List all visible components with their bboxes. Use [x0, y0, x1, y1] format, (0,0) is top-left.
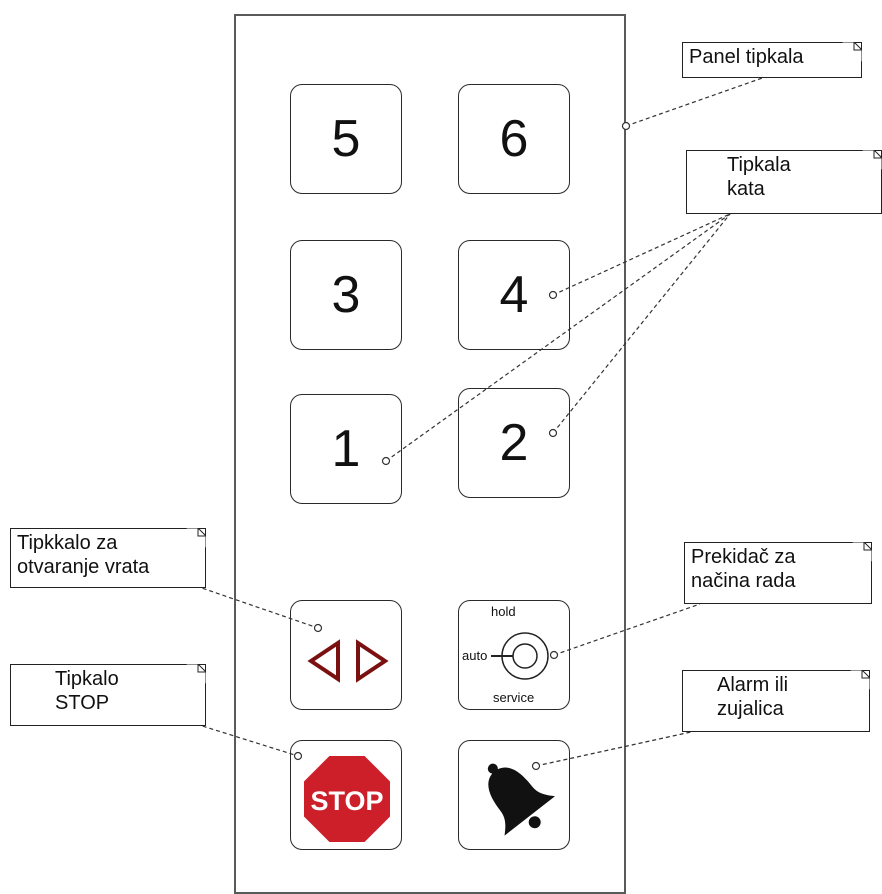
mode-auto-label: auto	[462, 648, 488, 663]
floor-button-4[interactable]: 4	[458, 240, 570, 350]
mode-key-switch[interactable]: hold auto service	[458, 600, 570, 710]
key-switch-icon	[491, 632, 549, 680]
alarm-button[interactable]	[458, 740, 570, 850]
note-floor-text: Tipkala kata	[727, 154, 791, 200]
door-open-button[interactable]	[290, 600, 402, 710]
note-door-text: Tipkkalo za otvaranje vrata	[17, 532, 150, 578]
note-stop-text: Tipkalo STOP	[55, 668, 119, 714]
note-stop: Tipkalo STOP	[10, 664, 206, 726]
floor-button-6[interactable]: 6	[458, 84, 570, 194]
floor-button-5-label: 5	[331, 110, 361, 168]
stop-button[interactable]: STOP	[290, 740, 402, 850]
bell-icon	[487, 763, 555, 836]
note-alarm-text: Alarm ili zujalica	[717, 674, 789, 720]
floor-button-2[interactable]: 2	[458, 388, 570, 498]
note-mode-switch: Prekidač za načina rada	[684, 542, 872, 604]
floor-button-4-label: 4	[499, 266, 529, 324]
note-floor-buttons: Tipkala kata	[686, 150, 882, 214]
floor-button-1-label: 1	[331, 420, 361, 478]
note-alarm: Alarm ili zujalica	[682, 670, 870, 732]
floor-button-3-label: 3	[331, 266, 361, 324]
door-open-arrows-icon	[307, 639, 389, 683]
stop-sign-text: STOP	[310, 786, 383, 816]
floor-button-6-label: 6	[499, 110, 529, 168]
note-panel-tipkala: Panel tipkala	[682, 42, 862, 78]
floor-button-3[interactable]: 3	[290, 240, 402, 350]
stop-sign-icon: STOP	[302, 754, 392, 844]
note-mode-text: Prekidač za načina rada	[691, 546, 796, 592]
floor-button-5[interactable]: 5	[290, 84, 402, 194]
mode-hold-label: hold	[491, 604, 516, 619]
note-door-button: Tipkkalo za otvaranje vrata	[10, 528, 206, 588]
floor-button-1[interactable]: 1	[290, 394, 402, 504]
floor-button-2-label: 2	[499, 414, 529, 472]
mode-service-label: service	[493, 690, 535, 705]
note-panel-text: Panel tipkala	[689, 46, 804, 68]
